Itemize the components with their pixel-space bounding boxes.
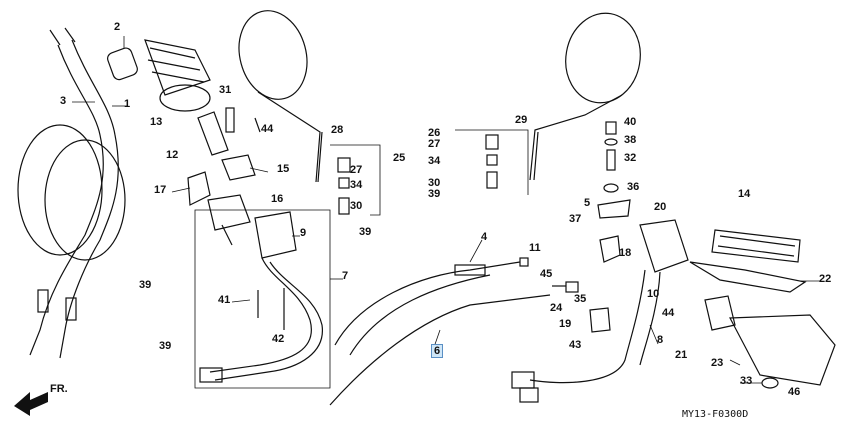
callout-25: 25 [393,152,406,164]
callout-11: 11 [529,242,541,254]
mirror-adapters [330,129,529,216]
callout-38: 38 [624,134,637,146]
callout-16: 16 [271,193,284,205]
right-hardware [552,121,779,389]
left-switch-housing [194,209,331,389]
callout-28: 28 [331,124,344,136]
callout-42: 42 [272,333,285,345]
callout-44: 44 [261,123,274,135]
drawing-code: MY13-F0300D [682,409,749,420]
callout-5: 5 [584,197,591,209]
callout-43: 43 [569,339,582,351]
callout-40: 40 [624,116,637,128]
left-mirror [238,10,323,183]
throttle-cables [17,27,126,359]
callout-1: 1 [124,98,131,110]
callout-13: 13 [150,116,163,128]
callout-31: 31 [219,84,232,96]
callout-2: 2 [114,21,121,33]
right-switch-and-lever [511,219,836,403]
callout-26: 26 [428,127,441,139]
callout-23: 23 [711,357,724,369]
callout-37: 37 [569,213,582,225]
callout-20: 20 [654,201,667,213]
choke-clutch-cables [329,257,551,406]
callout-17: 17 [154,184,167,196]
callout-29: 29 [515,114,528,126]
callout-39: 39 [359,226,372,238]
callout-27: 27 [428,138,441,150]
callout-46: 46 [788,386,801,398]
callout-9: 9 [300,227,307,239]
right-mirror [529,12,641,181]
callout-22: 22 [819,273,832,285]
leader-lines [72,36,820,384]
callout-41: 41 [218,294,231,306]
callout-10: 10 [647,288,660,300]
callout-34: 34 [350,179,363,191]
callout-24: 24 [550,302,563,314]
callout-30: 30 [428,177,441,189]
callout-39: 39 [159,340,172,352]
callout-27: 27 [350,164,363,176]
callout-3: 3 [60,95,67,107]
callout-4: 4 [481,231,488,243]
callout-14: 14 [738,188,751,200]
callout-7: 7 [342,270,349,282]
callout-6: 6 [431,344,444,358]
callout-18: 18 [619,247,632,259]
callout-19: 19 [559,318,572,330]
front-marker: FR. [50,383,68,395]
callout-8: 8 [657,334,664,346]
callout-32: 32 [624,152,637,164]
callout-44: 44 [662,307,675,319]
callout-39: 39 [428,188,441,200]
throttle-grip [107,39,261,246]
callout-21: 21 [675,349,688,361]
callout-34: 34 [428,155,441,167]
front-arrow-icon [14,392,48,416]
callout-35: 35 [574,293,587,305]
callout-15: 15 [277,163,290,175]
callout-30: 30 [350,200,363,212]
callout-36: 36 [627,181,640,193]
callout-12: 12 [166,149,179,161]
callout-45: 45 [540,268,553,280]
callout-39: 39 [139,279,152,291]
callout-33: 33 [740,375,753,387]
